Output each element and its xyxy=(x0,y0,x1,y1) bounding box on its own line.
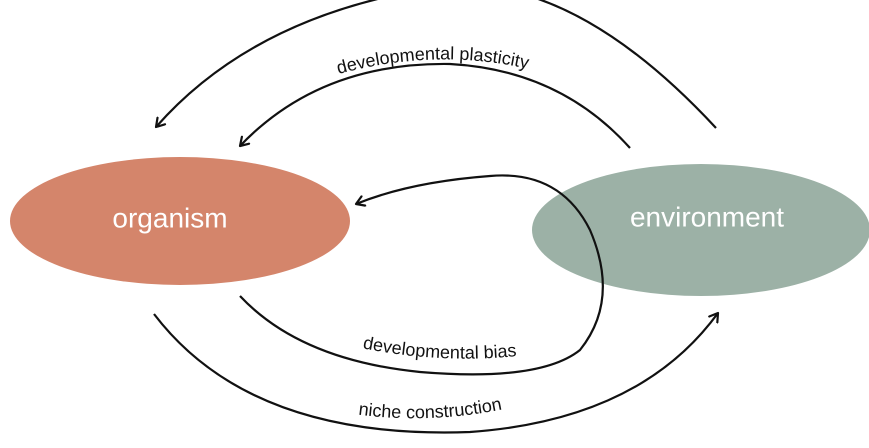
outer-top-arrow xyxy=(156,0,717,129)
niche-construction-arrow xyxy=(153,313,718,434)
organism-node xyxy=(10,157,350,285)
developmental-bias-arrow xyxy=(239,174,604,376)
developmental-plasticity-arrow xyxy=(240,62,631,149)
environment-node xyxy=(532,164,869,296)
developmental-bias-label: developmental bias xyxy=(362,333,517,363)
organism-label: organism xyxy=(112,202,227,233)
niche-construction-label: niche construction xyxy=(358,394,504,423)
environment-label: environment xyxy=(630,201,784,232)
